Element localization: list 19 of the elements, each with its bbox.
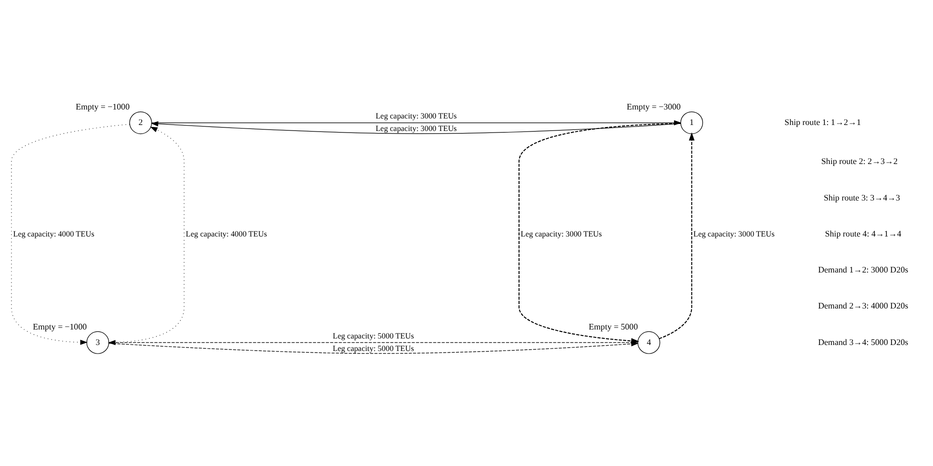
label: Demand 2→3: 4000 D20s bbox=[818, 300, 908, 311]
node-circle: 4 bbox=[637, 331, 660, 354]
legend-label: Ship route 4: 4→1→4 bbox=[824, 228, 901, 238]
node-circle: 1 bbox=[680, 111, 703, 134]
legend-label: Ship route 1: 1→2→1 bbox=[784, 117, 860, 128]
arrow bbox=[658, 132, 694, 340]
node-label: Empty = −1000 bbox=[75, 101, 130, 112]
arrow bbox=[10, 124, 130, 345]
node-circle: 2 bbox=[128, 111, 152, 134]
legend-label: Ship route 3: 3→4→3 bbox=[823, 192, 900, 202]
arrow bbox=[108, 340, 638, 346]
label: Demand 3→4: 5000 D20s bbox=[818, 336, 908, 347]
node-circle: 3 bbox=[86, 331, 109, 354]
node-label: Empty = 5000 bbox=[588, 321, 638, 332]
label: Demand 1→2: 3000 D20s bbox=[818, 264, 908, 275]
node-label: Empty = −1000 bbox=[32, 321, 86, 332]
node-label: Empty = −3000 bbox=[626, 101, 680, 112]
legend-label: Ship route 2: 2→3→2 bbox=[820, 156, 898, 166]
arrow bbox=[108, 341, 638, 354]
